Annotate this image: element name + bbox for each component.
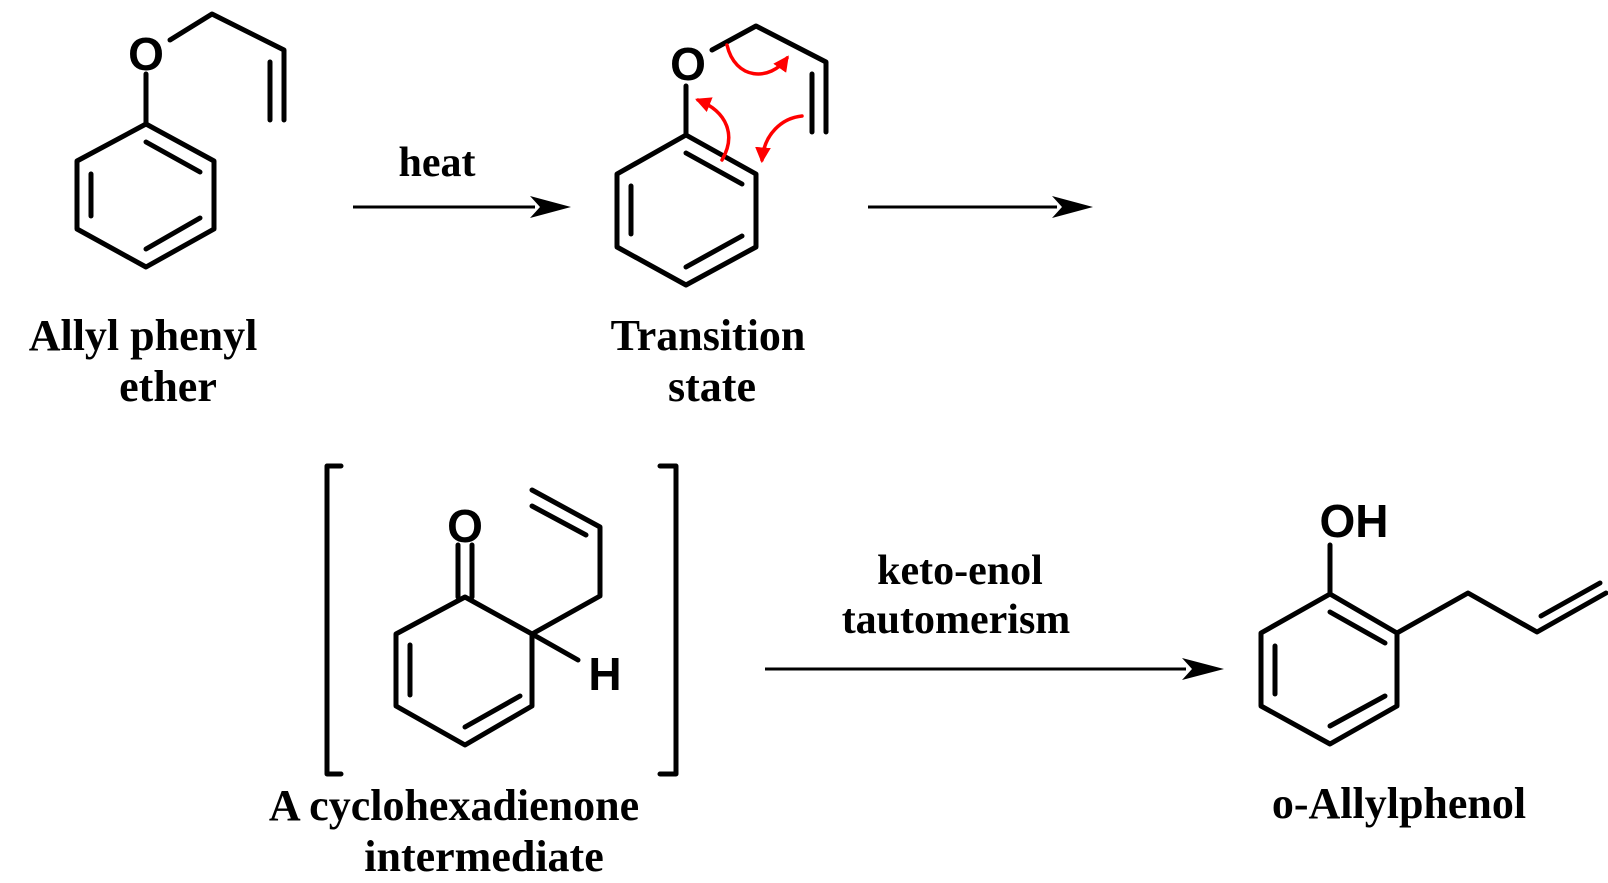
- heat-reaction-arrow: [353, 196, 571, 218]
- o-allylphenol-structure: OH: [1258, 495, 1608, 747]
- ring-double-bond: [143, 215, 203, 252]
- ring-double-bond: [683, 233, 745, 270]
- transition-state-name-line2: state: [668, 362, 756, 411]
- electron-flow-arrow-o-c: [725, 43, 789, 76]
- reactant-name-line2: ether: [119, 362, 217, 411]
- benzene-ring: [1258, 591, 1400, 747]
- oxygen-atom: O: [128, 28, 164, 80]
- tautomerism-condition-line2: tautomerism: [842, 597, 1071, 643]
- hydroxyl-group: OH: [1320, 495, 1389, 547]
- ring-double-bond: [1327, 693, 1388, 729]
- ring-double-bond: [1327, 609, 1388, 646]
- carbon-hydrogen-bond: [529, 631, 581, 663]
- electron-flow-arrow-alkene: [755, 114, 804, 164]
- allyl-phenyl-ether-structure: O: [74, 11, 287, 270]
- hydrogen-atom: H: [588, 648, 621, 700]
- intermediate-name-line1: A cyclohexadienone: [269, 781, 639, 830]
- reactant-name-line1: Allyl phenyl: [29, 311, 258, 360]
- intermediate-name-line2: intermediate: [364, 832, 603, 881]
- tautomerism-arrow: [765, 658, 1224, 680]
- ring-double-bond: [683, 150, 745, 187]
- cyclohexadienone-ring: [393, 594, 535, 748]
- electron-flow-arrow-ring: [695, 97, 731, 162]
- benzene-ring: [74, 121, 217, 270]
- left-bracket: [324, 463, 344, 777]
- allyl-chain: [529, 487, 603, 637]
- oxygen-atom: O: [670, 38, 706, 90]
- product-name: o-Allylphenol: [1272, 779, 1526, 828]
- allyl-double-bond: [1538, 580, 1603, 619]
- heat-condition-label: heat: [399, 140, 476, 186]
- allyl-double-bond: [529, 503, 589, 538]
- tautomerism-condition-line1: keto-enol: [877, 548, 1043, 594]
- ring-double-bond: [143, 139, 203, 175]
- carbonyl-oxygen-atom: O: [447, 500, 483, 552]
- benzene-ring: [614, 132, 759, 288]
- right-bracket: [657, 463, 679, 777]
- allyl-chain: [709, 23, 829, 135]
- transition-state-structure: O: [614, 23, 829, 288]
- transition-state-name-line1: Transition: [611, 311, 806, 360]
- allyl-chain: [1394, 590, 1608, 636]
- ring-double-bond: [462, 693, 523, 730]
- cyclohexadienone-intermediate-structure: O H: [324, 463, 679, 777]
- rearrangement-arrow: [868, 196, 1093, 218]
- allyl-chain: [167, 11, 287, 123]
